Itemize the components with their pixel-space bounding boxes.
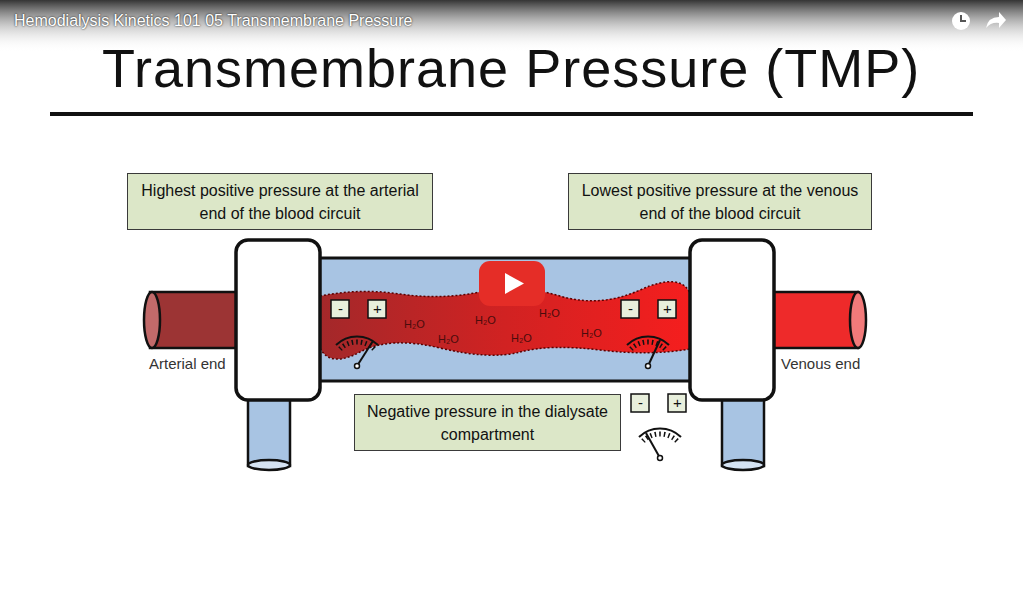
dialysate-port	[248, 396, 290, 470]
share-icon	[986, 12, 1006, 28]
gauge-sign: -	[638, 394, 643, 411]
water-molecule: H₂O	[511, 332, 532, 345]
water-molecule: H₂O	[438, 333, 459, 346]
video-title: Hemodialysis Kinetics 101 05 Transmembra…	[14, 12, 412, 30]
callout-text-group: Highest positive pressure at the arteria…	[138, 179, 422, 225]
callout-text-group: Lowest positive pressure at the venous e…	[579, 179, 861, 225]
callout-text-group: Negative pressure in the dialysate compa…	[365, 400, 610, 446]
venous-header-cap	[690, 240, 774, 400]
dialysate-compartment	[318, 258, 692, 381]
gauge-sign: -	[628, 300, 633, 317]
arterial-header-cap	[236, 240, 320, 400]
gauge-sign: -	[338, 300, 343, 317]
play-button	[479, 261, 545, 306]
callout-text: Highest positive pressure at the arteria…	[138, 179, 422, 225]
pressure-gauge	[336, 336, 378, 368]
callout-box: Negative pressure in the dialysate compa…	[354, 394, 621, 451]
callout-box: Lowest positive pressure at the venous e…	[568, 173, 872, 230]
port-label: Venous end	[781, 355, 860, 372]
diagram-title: Transmembrane Pressure (TMP)	[102, 36, 920, 100]
dialysate-port	[722, 396, 764, 470]
arterial-tube	[144, 292, 238, 348]
pressure-gauge	[639, 428, 681, 460]
title-underline	[50, 112, 973, 116]
water-molecule: H₂O	[581, 327, 602, 340]
venous-tube	[772, 292, 866, 348]
gauge-sign: +	[373, 300, 382, 317]
callout-text: Negative pressure in the dialysate compa…	[365, 400, 610, 446]
callout-text: Lowest positive pressure at the venous e…	[579, 179, 861, 225]
clock-icon	[952, 12, 970, 30]
callout-box: Highest positive pressure at the arteria…	[127, 173, 433, 230]
water-molecule: H₂O	[475, 314, 496, 327]
port-label: Arterial end	[149, 355, 226, 372]
water-molecule: H₂O	[404, 318, 425, 331]
gauge-sign: +	[673, 394, 682, 411]
gauge-sign: +	[663, 300, 672, 317]
water-molecule: H₂O	[539, 307, 560, 320]
pressure-gauge	[627, 336, 669, 368]
